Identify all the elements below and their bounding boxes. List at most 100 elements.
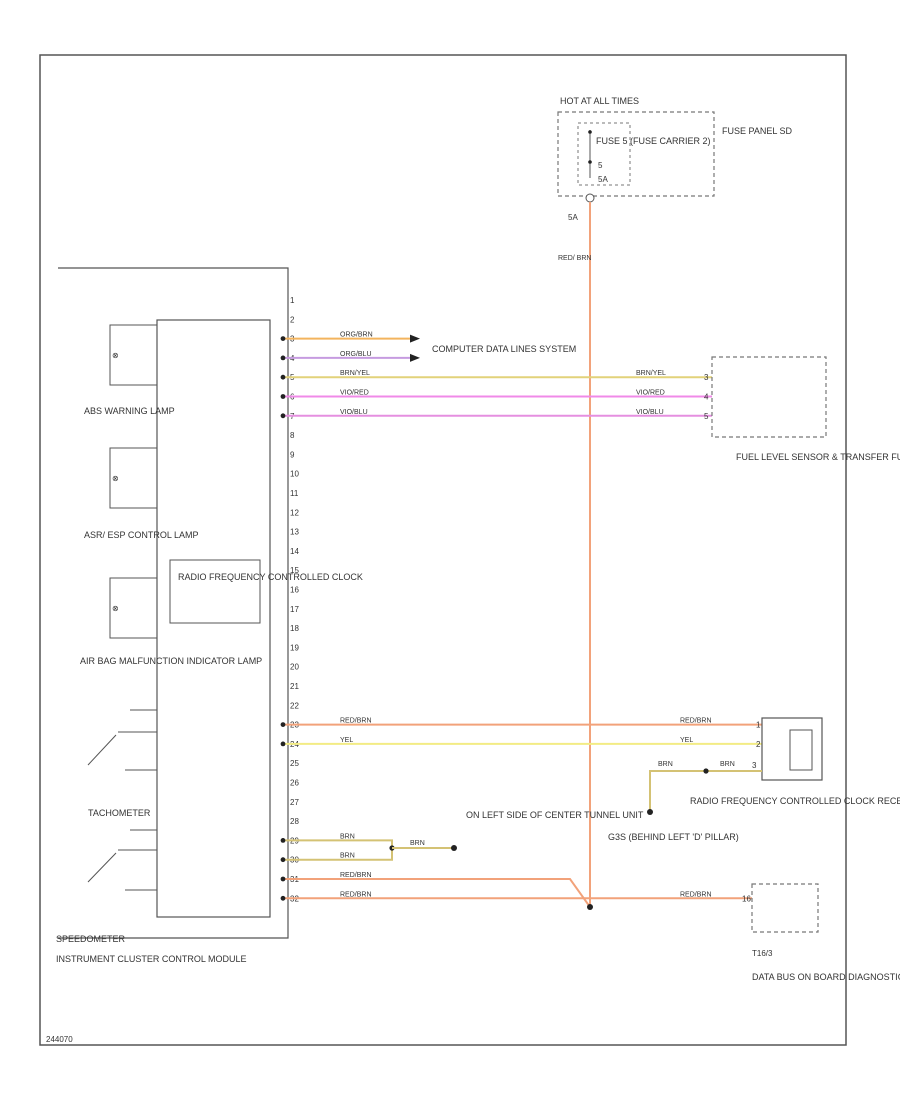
tach-switch-blade [87, 852, 117, 883]
cluster-pin-terminal [280, 857, 286, 863]
wire-far-label: VIO/RED [636, 390, 665, 397]
airbag-switch-circuit [118, 709, 157, 771]
far-pin-number: 2 [756, 740, 761, 749]
diagram-frame [39, 54, 847, 1046]
cluster-pin-terminal [280, 374, 286, 380]
wire-color-label: YEL [340, 737, 353, 744]
cluster-pin-terminal [280, 741, 286, 747]
cluster-label: INSTRUMENT CLUSTER CONTROL MODULE [56, 954, 247, 964]
obd-connector-box [751, 883, 819, 933]
clock-label: RADIO FREQUENCY CONTROLLED CLOCK [178, 572, 363, 582]
wire-far-label: VIO/BLU [636, 409, 664, 416]
clock-box [169, 559, 261, 624]
fuse-hot-label: HOT AT ALL TIMES [560, 96, 639, 106]
wire-color-label: RED/BRN [340, 872, 372, 879]
fuel-sensor-label: FUEL LEVEL SENSOR & TRANSFER FUEL PUMP (… [736, 452, 900, 462]
asr-lamp-symbol: ⊗ [112, 474, 119, 483]
clock-ground-wire-label-2: BRN [720, 761, 735, 768]
cluster-pin-terminal [280, 394, 286, 399]
pin-number: 28 [290, 817, 299, 826]
abs-lamp-label: ABS WARNING LAMP [84, 406, 175, 416]
cluster-pin-terminal [280, 838, 286, 843]
cluster-pin-terminal [280, 413, 286, 419]
pin-number: 21 [290, 682, 299, 691]
asr-lamp-circuit [109, 447, 157, 509]
computer-data-label: COMPUTER DATA LINES SYSTEM [432, 344, 576, 354]
fuse-carrier-box [577, 122, 631, 186]
pin-number: 18 [290, 624, 299, 633]
ground-left-label: ON LEFT SIDE OF CENTER TUNNEL UNIT [466, 810, 644, 820]
far-pin-number: 16 [742, 894, 751, 903]
clock-receiver-inner [789, 729, 813, 771]
clock-ground-point [647, 809, 653, 815]
wire-color-label: ORG/BLU [340, 351, 372, 358]
fuse-contact-top [588, 130, 592, 134]
cluster-outline [58, 267, 289, 939]
tach-switch-circuit [118, 829, 157, 891]
pin-number: 25 [290, 759, 299, 768]
ground-g3s-label: G3S (BEHIND LEFT 'D' PILLAR) [608, 832, 739, 842]
pin-number: 22 [290, 701, 299, 710]
pin-number: 8 [290, 431, 295, 440]
computer-data-arrow [410, 353, 420, 362]
wire-color-label: VIO/BLU [340, 409, 368, 416]
obd-label: DATA BUS ON BOARD DIAGNOSTIC INTERFACE [752, 972, 900, 982]
wire-far-label: BRN/YEL [636, 370, 666, 377]
wire-color-label: BRN [340, 853, 355, 860]
clock-receiver-connector [761, 717, 823, 781]
far-pin-number: 1 [756, 721, 761, 730]
obd-splice [587, 904, 593, 910]
airbag-lamp-circuit [109, 577, 157, 639]
cluster-module-box [156, 319, 271, 918]
wire-color-label: RED/BRN [340, 891, 372, 898]
clock-ground-splice [703, 768, 709, 774]
wire-color-label: RED/BRN [340, 718, 372, 725]
wire-31 [282, 878, 591, 908]
diagram-id: 244070 [46, 1035, 73, 1044]
far-pin-number: 5 [704, 412, 709, 421]
far-pin-number: 4 [704, 393, 709, 402]
airbag-lamp-symbol: ⊗ [112, 604, 119, 613]
fuse-name-label: FUSE 5 (FUSE CARRIER 2) [596, 136, 711, 146]
cluster-pin-terminal [280, 722, 286, 727]
cluster-pin-column: 1234567891011121314151617181920212223242… [290, 296, 299, 903]
wire-color-label: ORG/BRN [340, 332, 373, 339]
wire-far-label: YEL [680, 737, 693, 744]
ground-left-wire-label: BRN [410, 840, 425, 847]
fuse-pin-label: 5 [598, 161, 603, 170]
computer-data-arrow [410, 334, 420, 343]
far-pin-number: 3 [704, 373, 709, 382]
tachometer-label: TACHOMETER [88, 808, 151, 818]
clock-receiver-label: RADIO FREQUENCY CONTROLLED CLOCK RECEIVE… [690, 796, 900, 806]
fuse-panel-box [557, 111, 715, 197]
ground-left-point [451, 845, 457, 851]
abs-lamp-symbol: ⊗ [112, 351, 119, 360]
wire-far-label: RED/BRN [680, 891, 712, 898]
obd-connector-label: T16/3 [752, 949, 773, 958]
fuse-panel-label: FUSE PANEL SD [722, 126, 793, 136]
fuse-contact-bottom [588, 160, 592, 164]
cluster-pin-terminal [280, 876, 286, 882]
fuse-amp-label: 5A [568, 213, 578, 222]
clock-ground-wire-label: BRN [658, 761, 673, 768]
pin-number: 15 [290, 566, 299, 575]
pin-number: 20 [290, 663, 299, 672]
clock-ground-wire [649, 770, 762, 812]
fuse-panel: HOT AT ALL TIMES FUSE 5 (FUSE CARRIER 2)… [557, 96, 793, 222]
pin-number: 10 [290, 470, 299, 479]
wire-30 [282, 848, 393, 861]
pin-number: 13 [290, 528, 299, 537]
asr-lamp-label: ASR/ ESP CONTROL LAMP [84, 530, 199, 540]
pin-number: 26 [290, 779, 299, 788]
speedometer-label: SPEEDOMETER [56, 934, 126, 944]
pin-number: 1 [290, 296, 295, 305]
pin-number: 9 [290, 450, 295, 459]
wire-far-label: RED/BRN [680, 718, 712, 725]
pin-number: 2 [290, 315, 295, 324]
pin-number: 19 [290, 643, 299, 652]
airbag-switch-blade [87, 734, 117, 766]
pin-number: 14 [290, 547, 299, 556]
fuel-sensor-box [711, 356, 827, 438]
